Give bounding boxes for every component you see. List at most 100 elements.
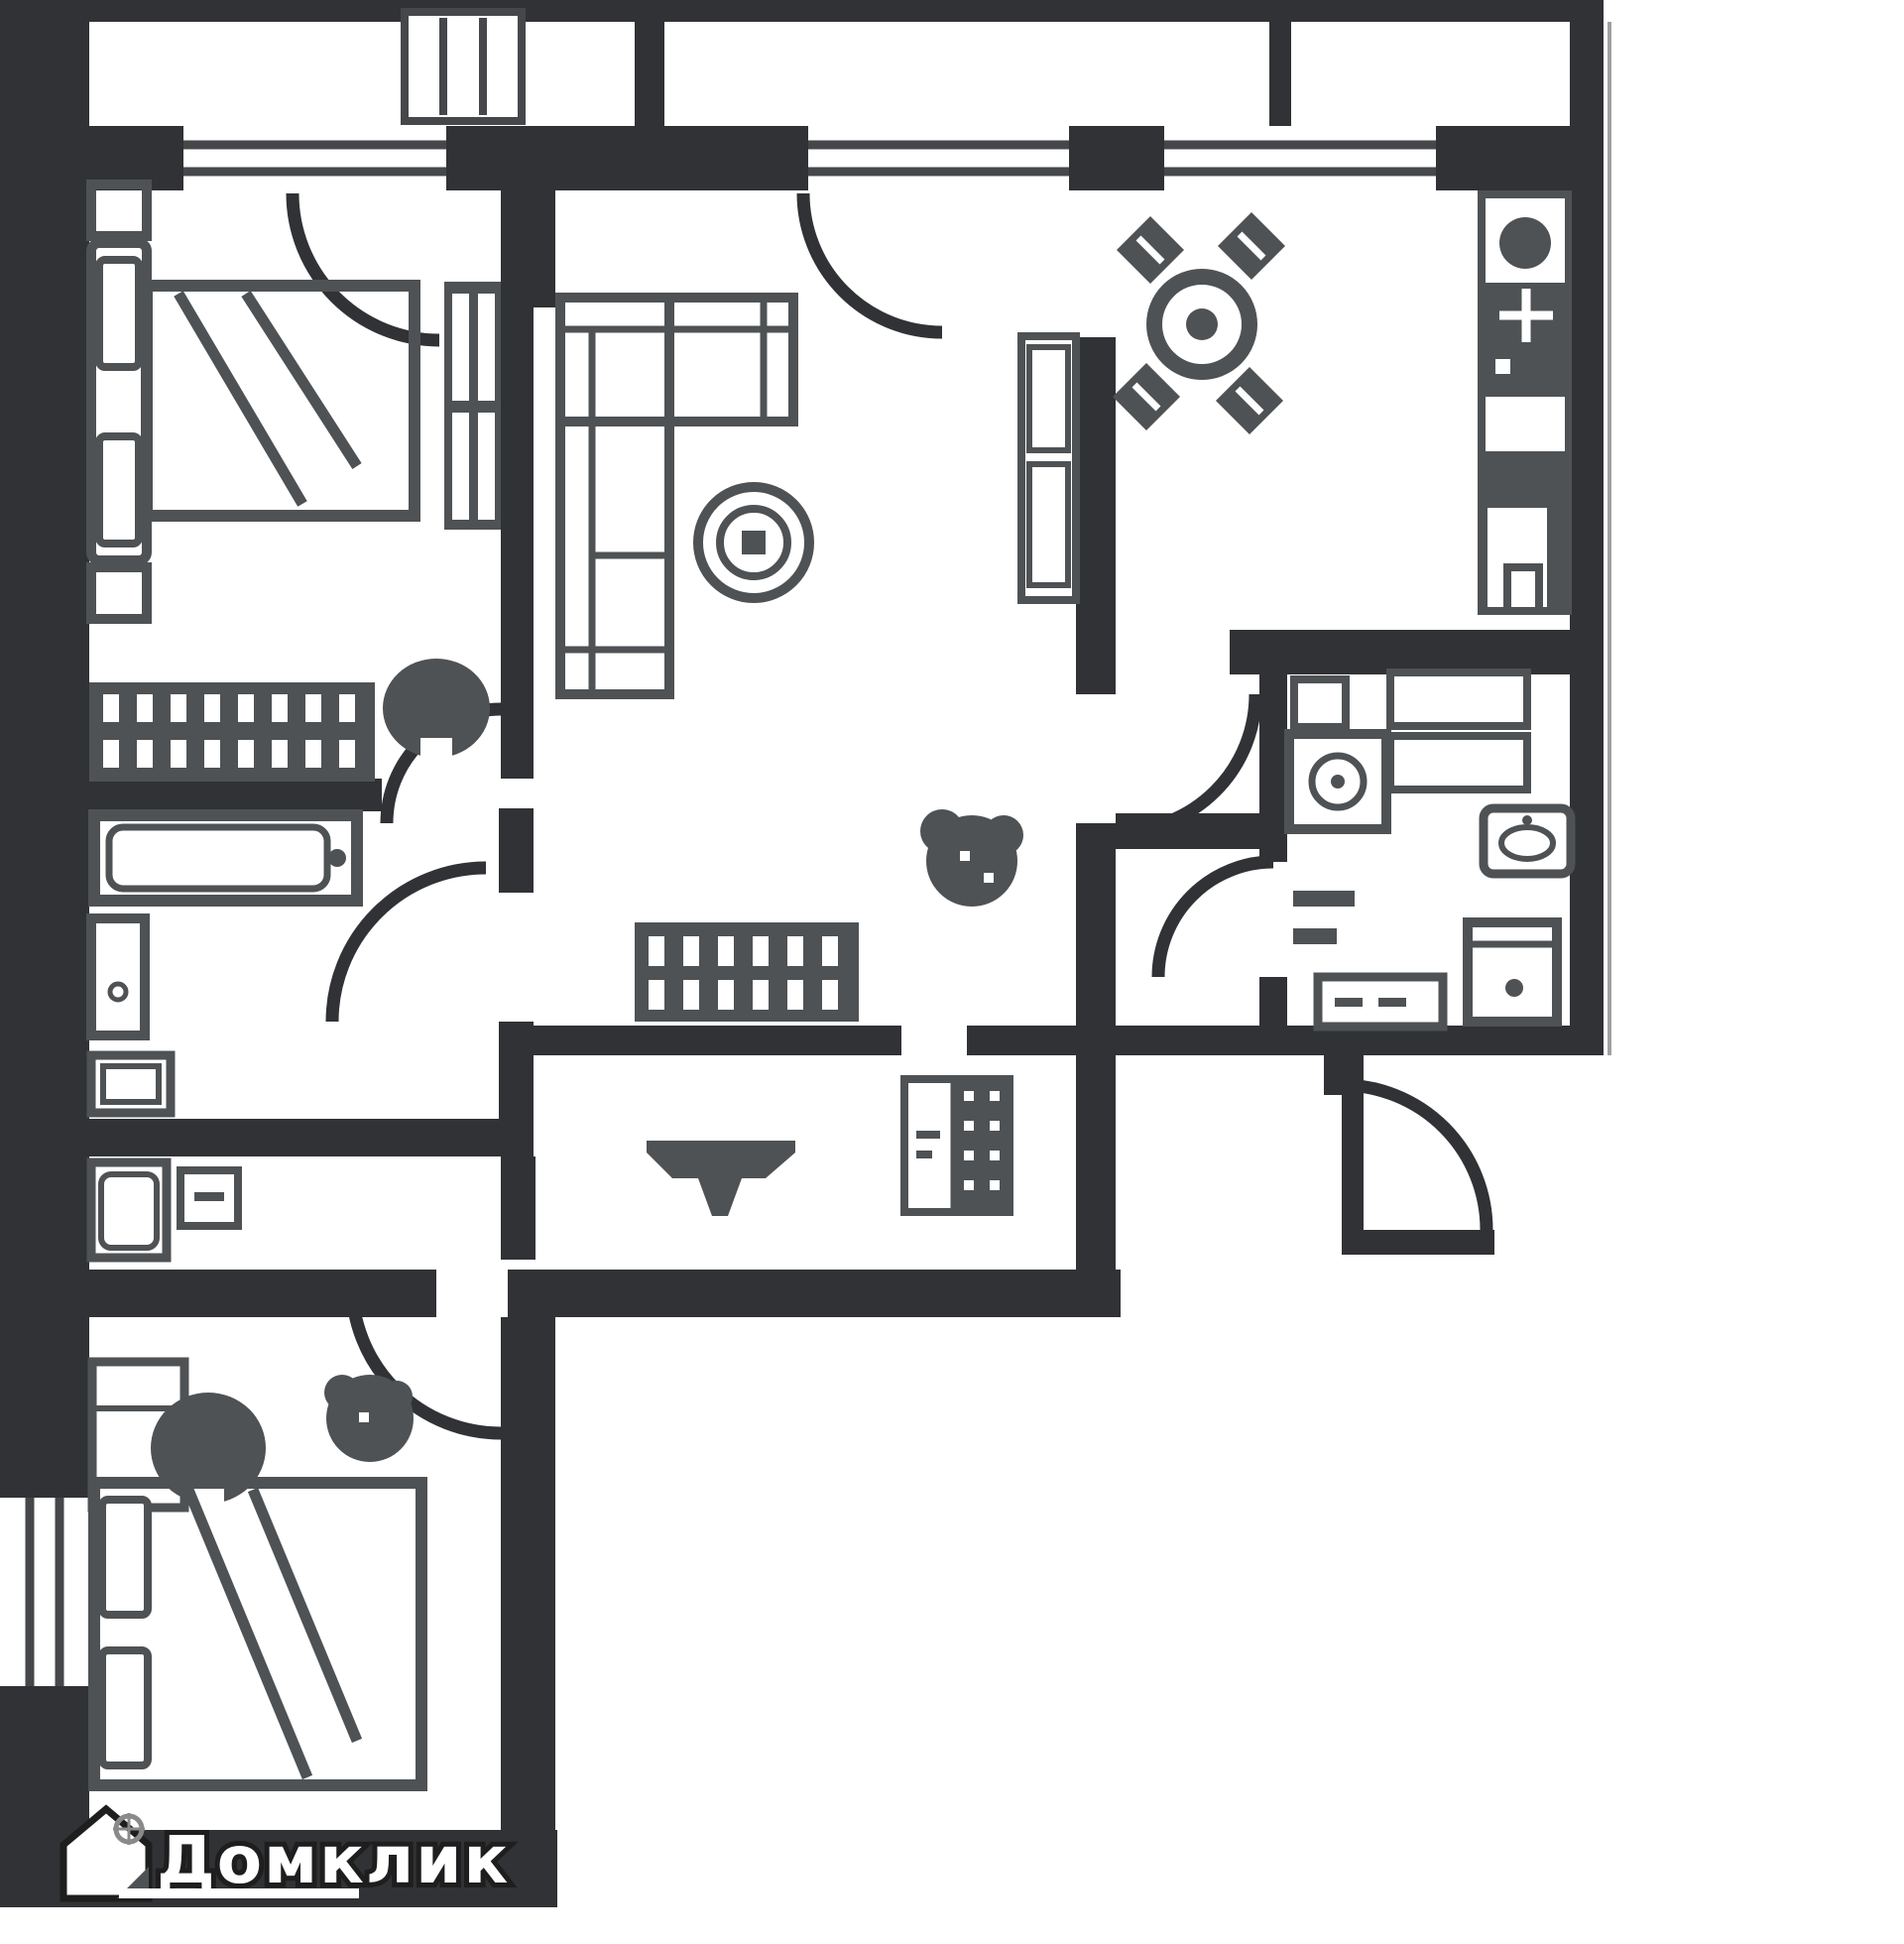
radiator-slots bbox=[787, 936, 803, 966]
dining-chair-4-slit bbox=[1235, 386, 1264, 416]
wall-bath2-left-b bbox=[1259, 977, 1287, 1026]
window-balcony-symbol bbox=[401, 8, 526, 125]
wall-bath-right-a bbox=[499, 808, 534, 893]
radiator-slots bbox=[683, 936, 699, 966]
wall-right bbox=[1570, 22, 1604, 1055]
wall-top-c bbox=[555, 126, 808, 190]
wall-left-upper bbox=[0, 0, 89, 1498]
dining-chair-2-slit bbox=[1237, 231, 1266, 261]
bath2-towel-rad-1 bbox=[1293, 891, 1355, 907]
bedroom2-plant-dot bbox=[359, 1412, 369, 1422]
bedroom-wardrobe-slots bbox=[452, 294, 469, 401]
wall-bedroom2-right bbox=[501, 1317, 555, 1845]
dresser-slots bbox=[305, 740, 321, 768]
dresser-slots bbox=[204, 694, 220, 722]
balcony-connector-2 bbox=[1269, 22, 1291, 126]
door-arc-kitchen bbox=[1118, 693, 1262, 838]
wall-kitchen-divider-lower bbox=[1076, 823, 1116, 1270]
bedroom-wardrobe-slots bbox=[478, 413, 495, 520]
bed-pillow-2 bbox=[95, 432, 143, 547]
laundry-washer-inner bbox=[98, 1171, 160, 1251]
hall-wardrobe-dots bbox=[964, 1151, 974, 1160]
bath2-towel-rad-2 bbox=[1293, 928, 1337, 944]
bathtub-inner bbox=[105, 823, 331, 893]
logo-underline bbox=[119, 1888, 359, 1898]
window-kitchen bbox=[1164, 126, 1436, 190]
living-plant-dot-2 bbox=[984, 873, 994, 883]
kitchen-sink bbox=[1499, 217, 1551, 269]
bathtub-drain bbox=[328, 849, 346, 867]
door-arc-living-balcony bbox=[796, 192, 943, 339]
hall-wardrobe-dots bbox=[990, 1091, 1000, 1101]
bath2-shelf-1 bbox=[1386, 668, 1531, 730]
bath2-sink-dot bbox=[1522, 815, 1532, 825]
bed-pillow-1 bbox=[95, 256, 143, 371]
wall-hall-bottom bbox=[508, 1270, 1121, 1317]
dresser-slots bbox=[238, 740, 254, 768]
door-leaf-entrance bbox=[1342, 1091, 1364, 1255]
dining-table-center bbox=[1186, 308, 1218, 340]
wall-living-bottom-a bbox=[534, 1026, 901, 1055]
living-plant-b bbox=[920, 809, 964, 853]
living-plant-dot-1 bbox=[960, 851, 970, 861]
radiator-slots bbox=[649, 980, 664, 1010]
door-arc-entrance bbox=[1341, 1078, 1493, 1231]
balcony-connector-1 bbox=[635, 22, 664, 126]
bath2-sink bbox=[1479, 803, 1576, 879]
bath-washbasin bbox=[86, 1050, 176, 1118]
hall-wardrobe-dots bbox=[964, 1180, 974, 1190]
bath2-washer-drum bbox=[1308, 752, 1368, 811]
tv-stand-shelf-1 bbox=[1026, 344, 1071, 453]
bed2-blanket-fold-2 bbox=[247, 1487, 363, 1744]
living-radiator bbox=[635, 922, 859, 1022]
bath-vanity bbox=[86, 913, 150, 1040]
nightstand-1 bbox=[86, 180, 152, 241]
bath2-vanity-dash-2 bbox=[1378, 998, 1406, 1007]
dresser-slots bbox=[137, 740, 153, 768]
radiator-slots bbox=[822, 936, 838, 966]
kitchen-fridge-mark bbox=[1503, 563, 1543, 607]
wall-bath2-left-a bbox=[1259, 674, 1287, 862]
dresser-slots bbox=[171, 694, 186, 722]
floor-plant-rug-inner bbox=[716, 505, 791, 580]
bed-headboard bbox=[86, 238, 152, 565]
bedroom-wardrobe-slots bbox=[452, 413, 469, 520]
dresser-slots bbox=[171, 740, 186, 768]
wall-right-outer-line bbox=[1607, 22, 1611, 1055]
dresser bbox=[89, 682, 375, 782]
nightstand-2 bbox=[86, 562, 152, 624]
wall-hall-bottom-left bbox=[89, 1270, 436, 1317]
bed-blanket-fold-1 bbox=[174, 291, 307, 507]
wall-bedroom-divider bbox=[501, 307, 534, 779]
door-arc-bath2 bbox=[1151, 855, 1274, 978]
radiator-slots bbox=[649, 936, 664, 966]
wall-laundry-right bbox=[501, 1156, 536, 1260]
wall-top-d bbox=[1069, 126, 1164, 190]
logo-text: Домклик bbox=[157, 1822, 510, 1898]
dresser-slots bbox=[137, 694, 153, 722]
door-arc-bath bbox=[325, 861, 487, 1023]
laundry-shelf bbox=[177, 1166, 242, 1230]
dresser-slots bbox=[272, 694, 288, 722]
hall-wardrobe-dots bbox=[990, 1121, 1000, 1131]
bath-washbasin-inner bbox=[100, 1063, 162, 1105]
hall-wardrobe-dash-1 bbox=[916, 1131, 940, 1139]
wall-top-edge bbox=[0, 0, 1604, 22]
bath2-vanity bbox=[1313, 972, 1448, 1032]
radiator-slots bbox=[753, 980, 769, 1010]
radiator-slots bbox=[683, 980, 699, 1010]
bath2-vanity-dash-1 bbox=[1335, 998, 1363, 1007]
desk-chair-2 bbox=[151, 1393, 266, 1504]
bath2-shelf-2 bbox=[1386, 732, 1531, 793]
bed2-blanket-fold-1 bbox=[182, 1487, 313, 1780]
dresser-slots bbox=[204, 740, 220, 768]
wall-bath-right-b bbox=[499, 1022, 534, 1121]
radiator-slots bbox=[787, 980, 803, 1010]
bath2-sink-bowl bbox=[1498, 824, 1556, 862]
dining-chair-3-slit bbox=[1131, 382, 1161, 412]
radiator-slots bbox=[718, 980, 734, 1010]
hall-wardrobe-dots bbox=[990, 1180, 1000, 1190]
dresser-slots bbox=[305, 694, 321, 722]
wall-kitchen-divider-upper bbox=[1076, 337, 1116, 694]
